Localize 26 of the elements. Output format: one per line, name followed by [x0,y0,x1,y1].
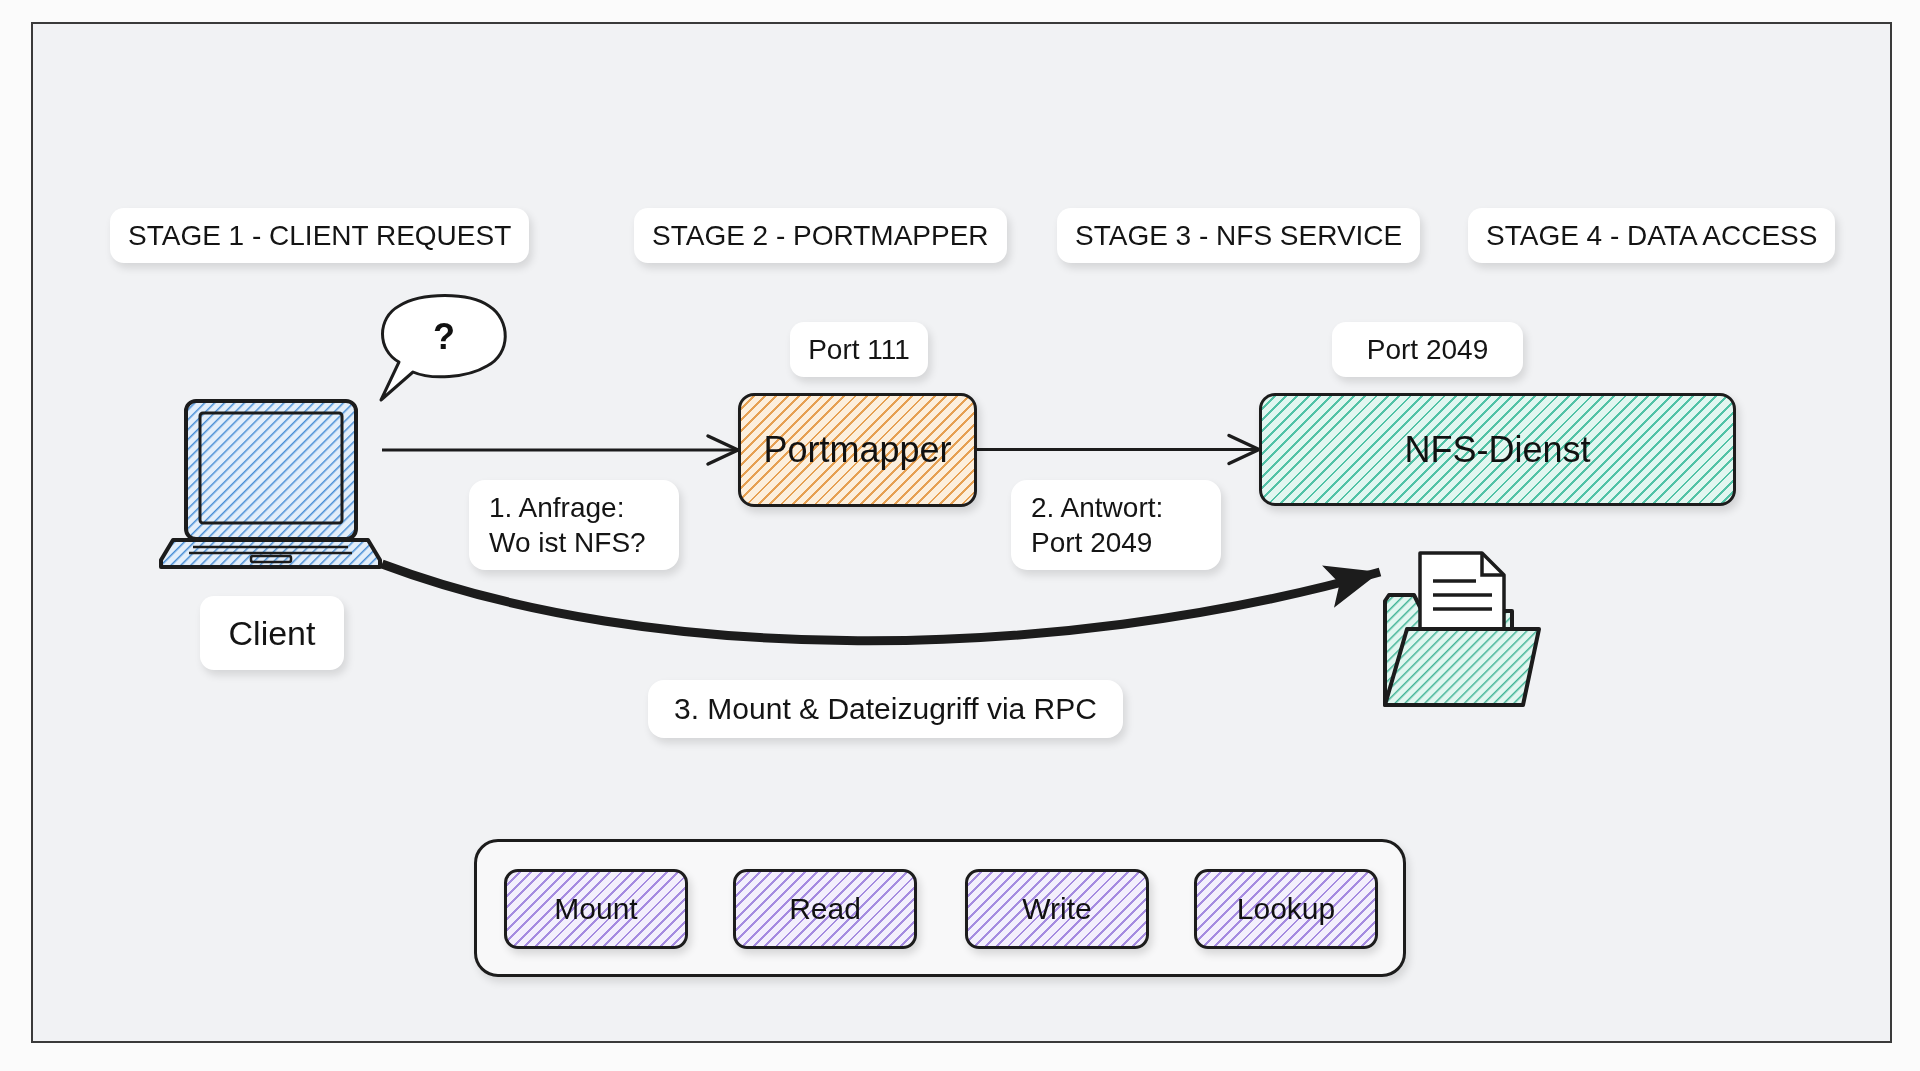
laptop-illustration [159,398,382,569]
arrow [382,434,740,466]
thick-curved-arrow [380,559,1382,646]
operation-label: Read [789,891,861,927]
operation-label: Mount [554,891,638,927]
edge-label: 1. Anfrage: Wo ist NFS? [469,480,679,570]
folder-with-document-illustration [1380,549,1543,710]
operation-box [733,869,917,949]
stage-heading: STAGE 4 - DATA ACCESS [1468,208,1836,263]
operations-panel [474,839,1406,977]
stage-heading: STAGE 1 - CLIENT REQUEST [110,208,530,263]
operation-box [504,869,688,949]
operation-label: Write [1022,891,1092,927]
stage-heading: STAGE 3 - NFS SERVICE [1057,208,1421,263]
caption-label: Client [200,596,344,670]
port-label: Port 111 [790,322,928,377]
operation-box [1194,869,1378,949]
question-mark-text: ? [432,315,456,359]
edge-label: 3. Mount & Dateizugriff via RPC [648,680,1123,738]
arrow [977,433,1261,466]
port-label: Port 2049 [1332,322,1523,377]
stage-heading: STAGE 2 - PORTMAPPER [634,208,1007,263]
operation-label: Lookup [1236,891,1336,927]
edge-label: 2. Antwort: Port 2049 [1011,480,1221,570]
process-box [1259,393,1736,506]
operation-box [965,869,1149,949]
